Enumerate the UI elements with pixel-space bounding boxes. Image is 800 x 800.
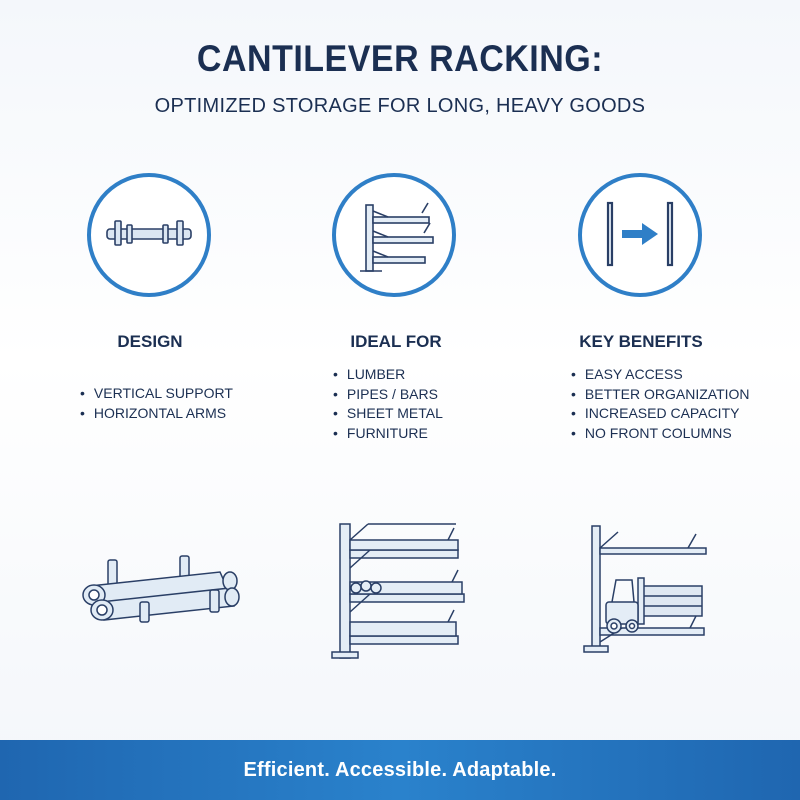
design-circle <box>87 173 211 297</box>
key-benefits-heading: KEY BENEFITS <box>579 332 703 351</box>
page-subtitle: OPTIMIZED STORAGE FOR LONG, HEAVY GOODS <box>154 95 646 117</box>
list-item: PIPES / BARS <box>333 385 443 405</box>
page-title: CANTILEVER RACKING: <box>196 38 604 80</box>
key-benefits-circle <box>578 173 702 297</box>
cantilever-arm-icon <box>106 220 192 246</box>
forklift-illustration <box>583 525 707 653</box>
list-item: FURNITURE <box>333 424 443 444</box>
design-list: VERTICAL SUPPORT HORIZONTAL ARMS <box>80 384 233 423</box>
pipes-illustration <box>82 555 240 623</box>
rack-shelves-icon <box>360 202 434 272</box>
list-item: NO FRONT COLUMNS <box>571 424 750 444</box>
key-benefits-list: EASY ACCESS BETTER ORGANIZATION INCREASE… <box>571 365 750 443</box>
ideal-for-heading: IDEAL FOR <box>350 332 442 351</box>
footer-tagline: Efficient. Accessible. Adaptable. <box>243 758 557 781</box>
ideal-for-list: LUMBER PIPES / BARS SHEET METAL FURNITUR… <box>333 365 443 443</box>
list-item: LUMBER <box>333 365 443 385</box>
footer-banner: Efficient. Accessible. Adaptable. <box>0 740 800 800</box>
list-item: INCREASED CAPACITY <box>571 404 750 424</box>
design-heading: DESIGN <box>117 332 183 351</box>
loaded-rack-illustration <box>331 523 465 659</box>
ideal-for-circle <box>332 173 456 297</box>
list-item: BETTER ORGANIZATION <box>571 385 750 405</box>
list-item: SHEET METAL <box>333 404 443 424</box>
list-item: HORIZONTAL ARMS <box>80 404 233 424</box>
list-item: VERTICAL SUPPORT <box>80 384 233 404</box>
open-access-arrow-icon <box>606 201 674 267</box>
list-item: EASY ACCESS <box>571 365 750 385</box>
